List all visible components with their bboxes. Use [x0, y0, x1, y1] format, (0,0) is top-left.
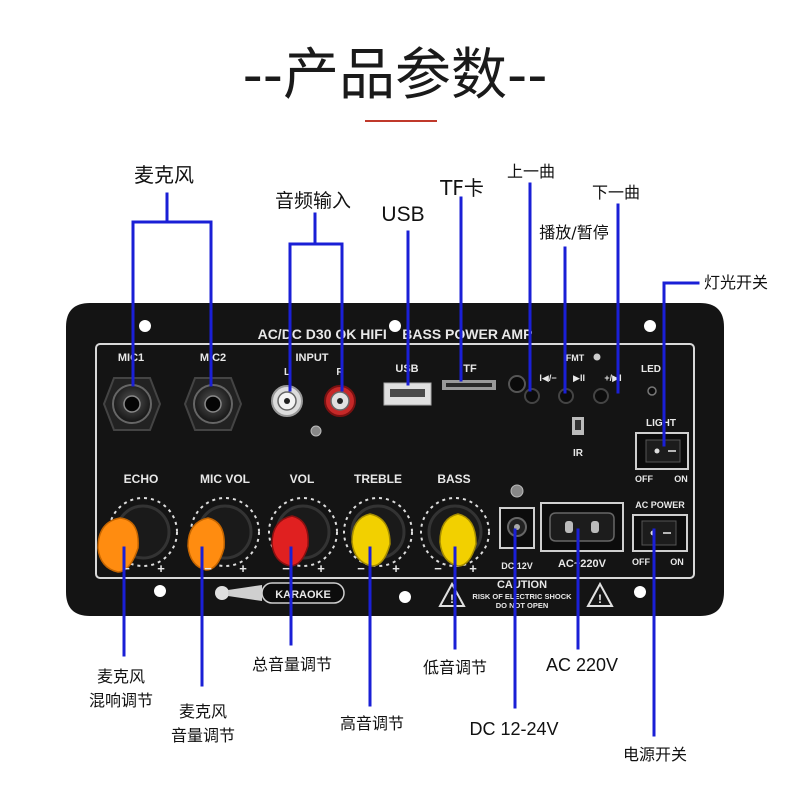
input-left-label: L	[284, 367, 290, 378]
prev-label: I◀/−	[539, 373, 556, 383]
ac-power-label: AC POWER	[635, 500, 685, 510]
mic-vol-plus: +	[239, 561, 247, 576]
power-switch[interactable]	[632, 514, 688, 552]
fmt-label: FMT	[566, 353, 585, 363]
caution-line1: RISK OF ELECTRIC SHOCK	[472, 592, 572, 601]
treble-scale-ring	[343, 497, 413, 567]
callout-mic-echo-line2: 混响调节	[89, 691, 153, 710]
mic-vol-knob[interactable]	[187, 504, 253, 571]
previous-track-button[interactable]	[524, 388, 540, 404]
treble-label: TREBLE	[354, 472, 402, 486]
mic1-jack[interactable]	[102, 377, 162, 431]
bass-minus: −	[434, 561, 442, 576]
ir-label: IR	[573, 448, 584, 459]
karaoke-text: KARAOKE	[275, 589, 331, 601]
light-on-label: ON	[674, 474, 688, 484]
rca-right-jack[interactable]	[324, 385, 356, 417]
callout-microphone: 麦克风	[134, 163, 194, 187]
callout-ac: AC 220V	[546, 655, 618, 675]
led-label: LED	[641, 364, 661, 375]
panel-border	[95, 343, 695, 579]
caution-title: CAUTION	[497, 579, 547, 591]
karaoke-logo: KARAOKE	[215, 582, 345, 604]
bass-scale-ring	[420, 497, 490, 567]
amplifier-panel: AC/DC D30 OK HIFI BASS POWER AMP MIC1 MI…	[66, 303, 724, 616]
input-right-label: R	[336, 367, 344, 378]
ac-label: AC~220V	[558, 558, 607, 570]
callout-usb: USB	[381, 203, 424, 226]
callout-dc: DC 12-24V	[469, 719, 558, 739]
mount-hole	[634, 586, 646, 598]
callout-mic-volume-line2: 音量调节	[171, 726, 235, 745]
mount-hole	[154, 585, 166, 597]
callout-next-track: 下一曲	[592, 183, 640, 202]
callout-treble: 高音调节	[340, 714, 404, 733]
callout-mic-echo-line1: 麦克风	[97, 667, 145, 686]
mic2-label: MIC2	[200, 352, 226, 364]
mic2-jack[interactable]	[183, 377, 243, 431]
vol-scale-ring	[268, 497, 338, 567]
bass-label: BASS	[437, 472, 470, 486]
mic-vol-minus: −	[204, 561, 212, 576]
echo-knob[interactable]	[97, 504, 171, 573]
tf-label: TF	[463, 363, 477, 375]
svg-text:!: !	[598, 592, 602, 606]
callout-mic-volume-line1: 麦克风	[179, 702, 227, 721]
vol-plus: +	[317, 561, 325, 576]
treble-minus: −	[357, 561, 365, 576]
leader-lines	[122, 182, 700, 737]
screw	[310, 425, 322, 437]
dc-label: DC 12V	[501, 561, 533, 571]
bass-plus: +	[469, 561, 477, 576]
panel-header: AC/DC D30 OK HIFI BASS POWER AMP	[258, 326, 533, 342]
callout-power-switch: 电源开关	[623, 745, 687, 764]
ir-sensor-window	[575, 420, 581, 430]
power-on-label: ON	[670, 557, 684, 567]
light-toggle-switch[interactable]	[635, 432, 689, 470]
page-title: --产品参数--	[243, 43, 548, 108]
callout-audio-input: 音频输入	[275, 190, 351, 212]
callout-bass: 低音调节	[423, 658, 487, 677]
ac-power-inlet[interactable]	[540, 502, 624, 552]
mount-hole	[139, 320, 151, 332]
input-label: INPUT	[296, 352, 329, 364]
ir-receiver	[508, 375, 526, 393]
callout-play-pause: 播放/暂停	[539, 223, 608, 242]
light-label: LIGHT	[646, 418, 676, 429]
led-indicator	[647, 386, 657, 396]
echo-label: ECHO	[124, 472, 159, 486]
svg-text:!: !	[450, 592, 454, 606]
vol-knob[interactable]	[271, 504, 331, 567]
treble-plus: +	[392, 561, 400, 576]
play-label: ▶II	[573, 373, 585, 383]
callout-previous-track: 上一曲	[507, 162, 555, 181]
screw	[510, 484, 524, 498]
caution-warning: ! ! CAUTION RISK OF ELECTRIC SHOCK DO NO…	[438, 579, 614, 610]
mount-hole	[644, 320, 656, 332]
bass-knob[interactable]	[427, 504, 483, 567]
callout-tf-card: TF卡	[439, 176, 484, 200]
next-track-button[interactable]	[593, 388, 609, 404]
echo-minus: −	[122, 561, 130, 576]
usb-port[interactable]	[383, 382, 432, 406]
vol-label: VOL	[290, 472, 315, 486]
tf-card-slot[interactable]	[442, 380, 496, 390]
treble-knob[interactable]	[350, 504, 406, 567]
echo-plus: +	[157, 561, 165, 576]
callout-light-switch: 灯光开关	[704, 273, 768, 292]
mic-vol-label: MIC VOL	[200, 472, 250, 486]
next-label: +/▶I	[604, 373, 621, 383]
caution-line2: DO NOT OPEN	[496, 601, 549, 610]
light-off-label: OFF	[635, 474, 653, 484]
mic1-label: MIC1	[118, 352, 144, 364]
callout-master-volume: 总音量调节	[252, 655, 332, 674]
fmt-indicator	[593, 353, 601, 361]
vol-minus: −	[282, 561, 290, 576]
mount-hole	[399, 591, 411, 603]
mount-hole	[389, 320, 401, 332]
dc-power-jack[interactable]	[499, 507, 535, 549]
power-off-label: OFF	[632, 557, 650, 567]
rca-left-jack[interactable]	[271, 385, 303, 417]
